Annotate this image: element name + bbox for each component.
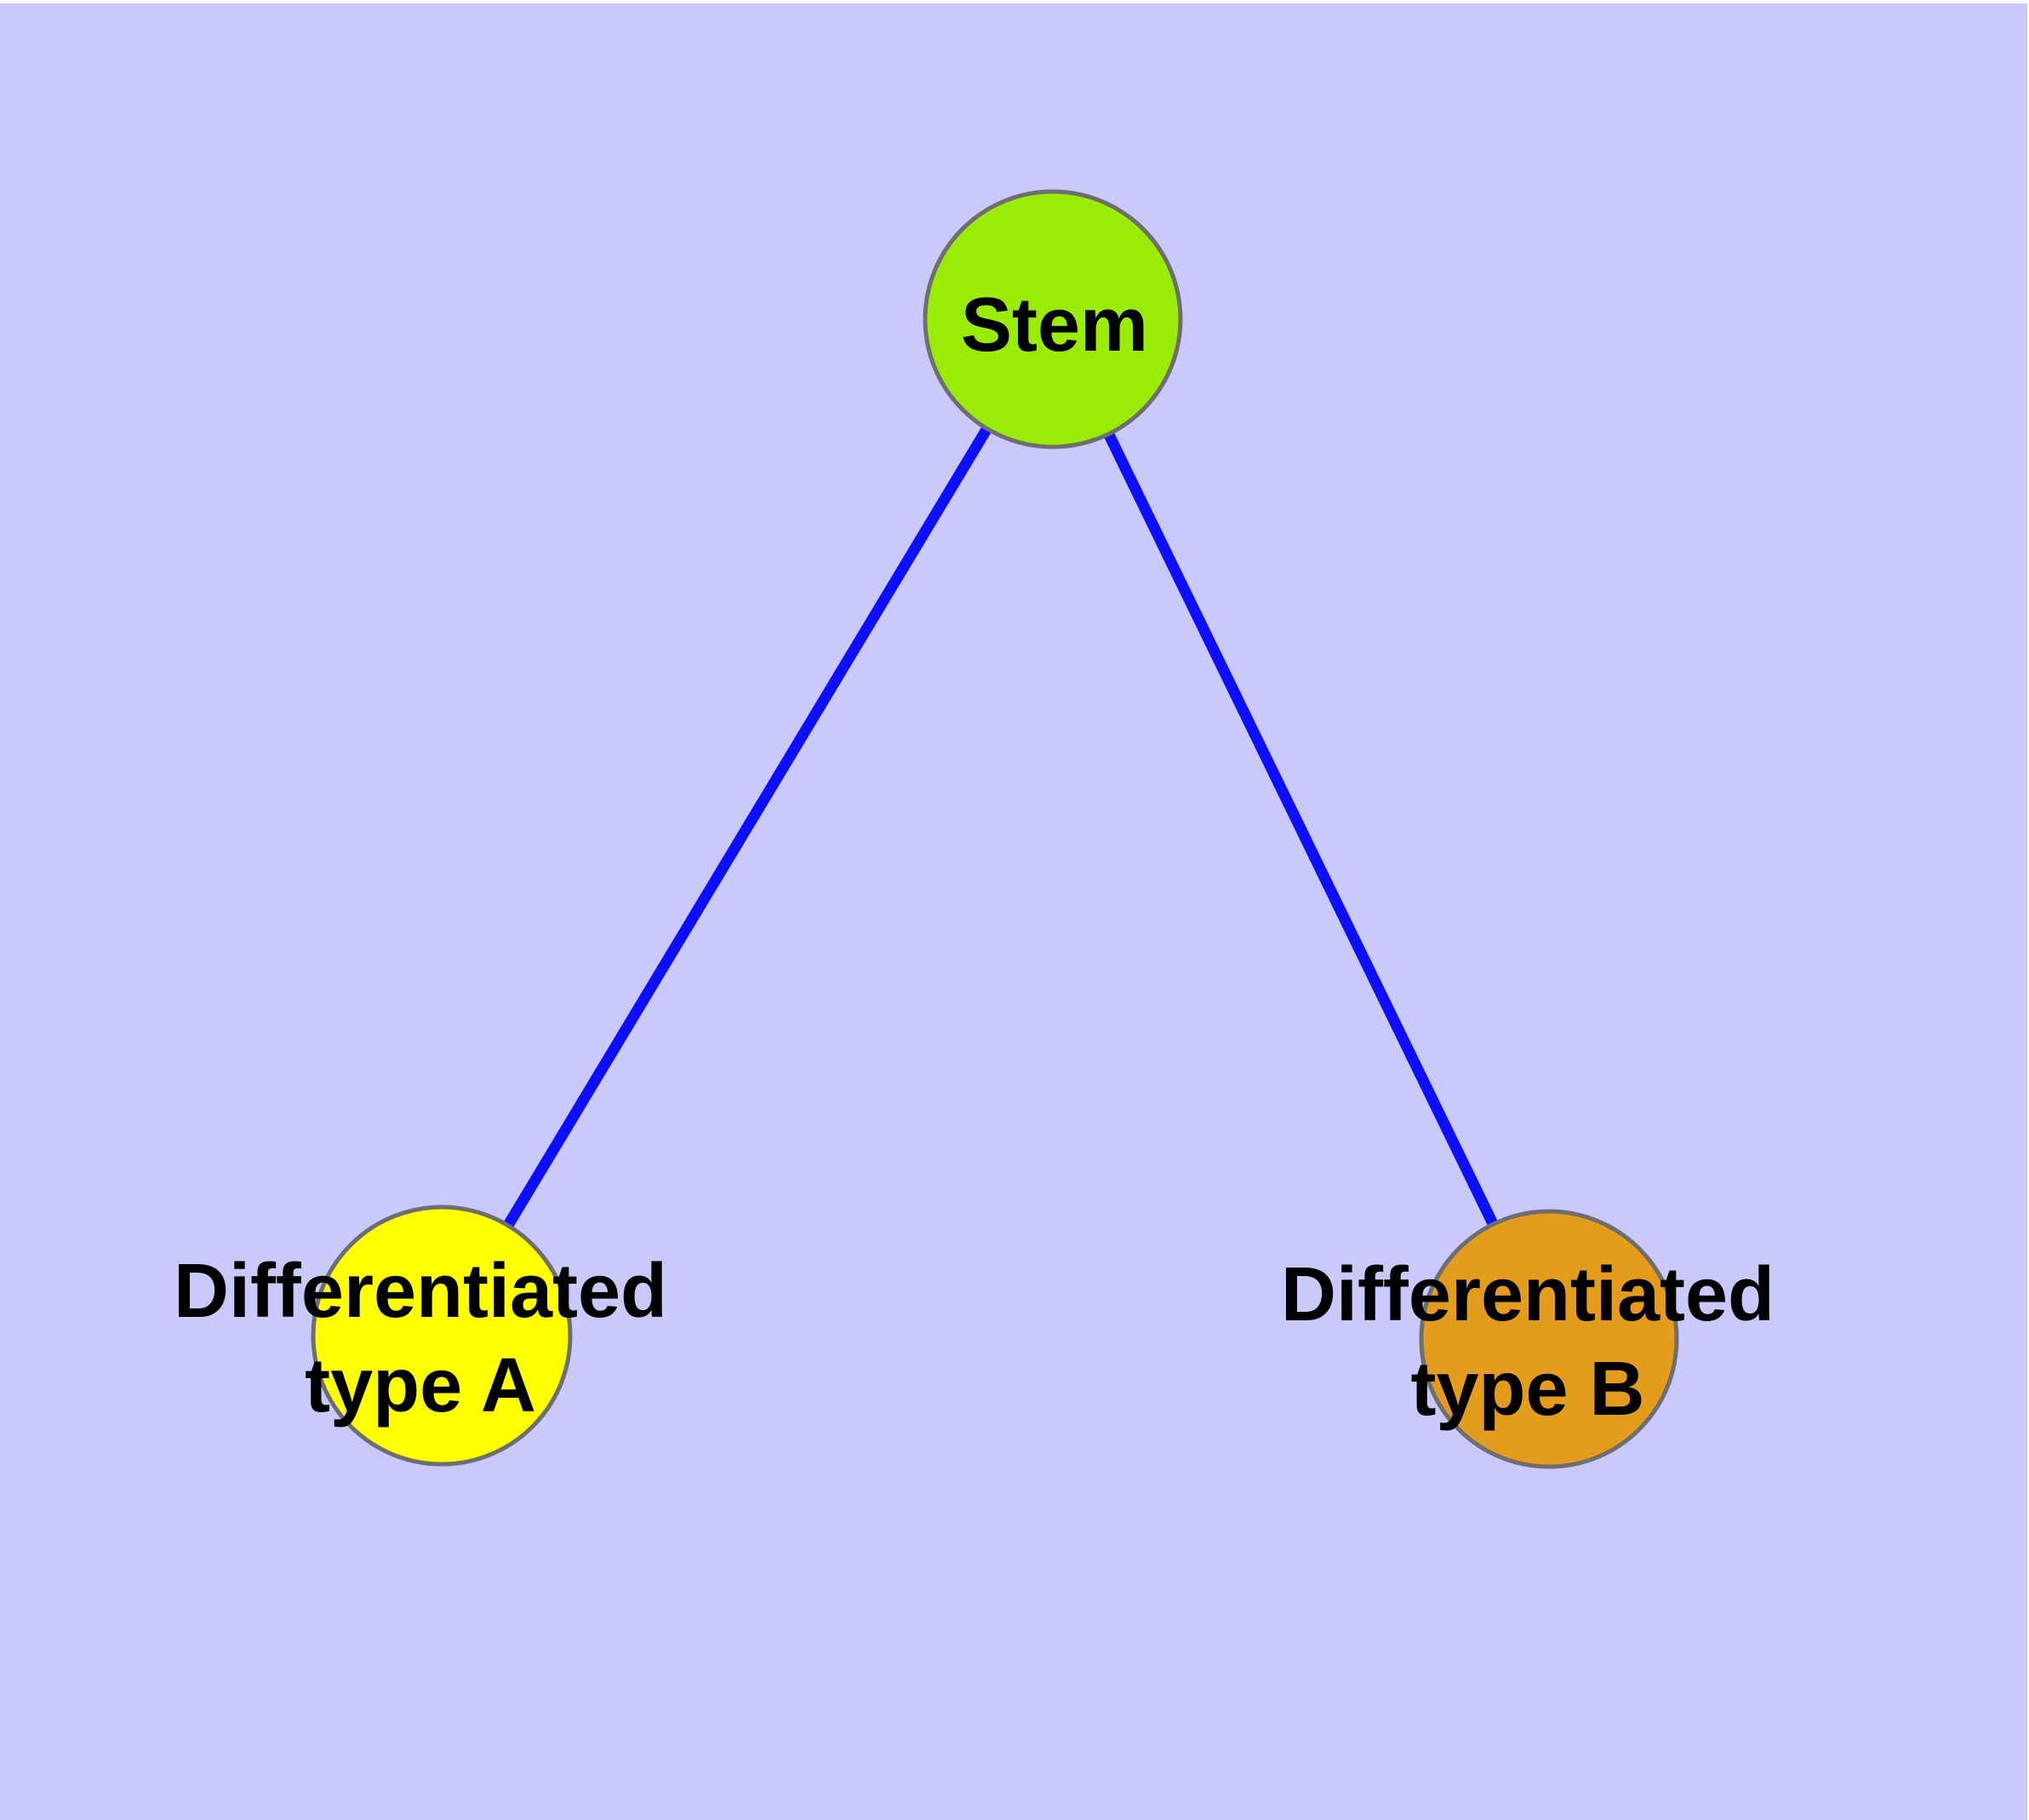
node-type-b[interactable] bbox=[1419, 1209, 1679, 1469]
node-type-b-label-line2: type B bbox=[1410, 1347, 1644, 1432]
graph-svg: Stem Differentiated type A Differentiate… bbox=[0, 3, 2027, 1820]
node-stem[interactable] bbox=[923, 189, 1183, 449]
node-stem-label: Stem bbox=[961, 283, 1148, 368]
node-type-a-label-line1: Differentiated bbox=[174, 1249, 667, 1334]
edge-stem-to-type-b bbox=[1048, 317, 1554, 1342]
edge-stem-to-type-a bbox=[437, 316, 1058, 1339]
node-type-b-label-line1: Differentiated bbox=[1281, 1252, 1775, 1337]
diagram-canvas: Stem Differentiated type A Differentiate… bbox=[0, 3, 2027, 1820]
node-type-a[interactable] bbox=[311, 1205, 573, 1467]
node-type-a-label-line2: type A bbox=[305, 1343, 536, 1428]
